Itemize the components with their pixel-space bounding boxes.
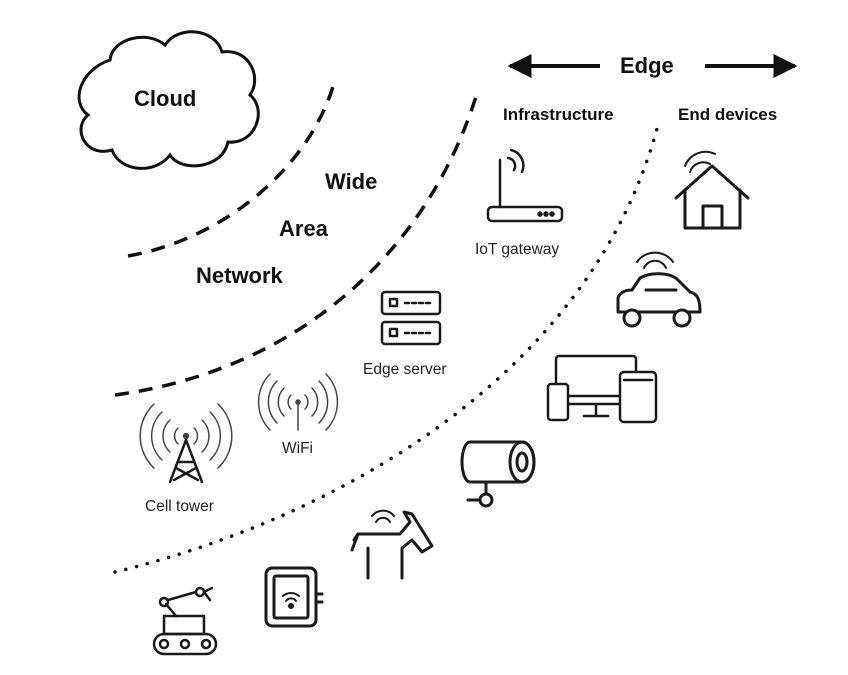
- edge-server-label: Edge server: [363, 361, 447, 378]
- end-devices-label: End devices: [678, 105, 778, 124]
- cell-tower-icon: [139, 403, 233, 484]
- wifi-antenna-icon: [257, 373, 339, 431]
- wan-label-area: Area: [279, 216, 328, 241]
- wan-boundary-dashed: [114, 89, 480, 397]
- wifi-label: WiFi: [282, 440, 313, 457]
- connected-animal-icon: [350, 509, 434, 580]
- cell-tower-label: Cell tower: [145, 498, 214, 515]
- wan-label-network: Network: [196, 263, 283, 288]
- server-icon: [380, 290, 442, 346]
- edge-label: Edge: [620, 53, 674, 78]
- smartwatch-icon: [264, 566, 324, 628]
- cloud-boundary-dashed: [127, 79, 337, 258]
- router-icon: [486, 148, 564, 223]
- smart-home-icon: [674, 150, 750, 230]
- iot-gateway-label: IoT gateway: [475, 241, 560, 258]
- cloud-label: Cloud: [134, 86, 197, 111]
- edge-boundary-dotted: [113, 123, 660, 574]
- devices-icon: [546, 354, 658, 424]
- robot-arm-icon: [152, 586, 218, 656]
- infrastructure-label: Infrastructure: [503, 105, 614, 124]
- connected-car-icon: [616, 251, 702, 328]
- cloud-shape: [77, 30, 260, 170]
- security-camera-icon: [460, 440, 536, 508]
- wan-label-wide: Wide: [325, 169, 378, 194]
